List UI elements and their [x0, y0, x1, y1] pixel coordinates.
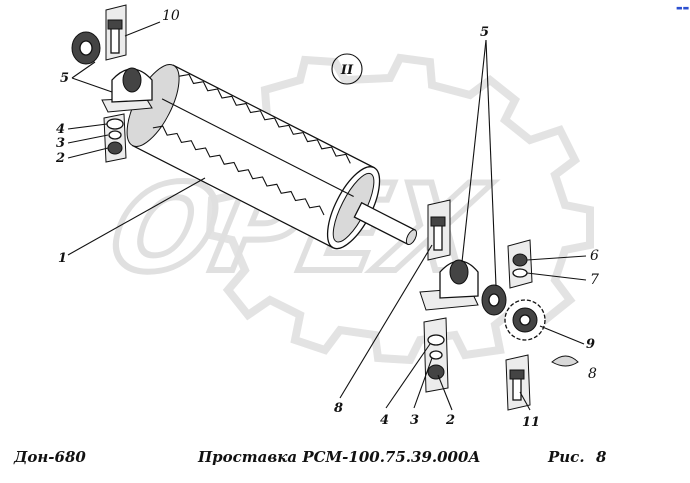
washer-card-right-bottom	[423, 317, 449, 393]
callout-10: 10	[162, 8, 180, 24]
housing-left	[101, 67, 153, 113]
footer-fig-prefix: Рис.	[548, 448, 585, 466]
view-marker-label: II	[340, 63, 354, 78]
bolt-card-left	[105, 4, 127, 61]
callout-11: 11	[522, 415, 540, 430]
washer-card-left	[103, 113, 127, 163]
leader-lines	[67, 21, 587, 411]
callout-5-right: 5	[480, 25, 489, 40]
drum-assembly	[126, 64, 418, 250]
callout-1: 1	[58, 251, 67, 266]
footer-model: Дон-680	[14, 448, 86, 466]
callout-3-right: 3	[410, 413, 419, 428]
callouts: 1 5 10 4 3 2 5 6 7 9 8 8 4 3 2 11	[55, 8, 599, 430]
footer-fig-number: 8	[596, 448, 607, 466]
callout-3-left: 3	[56, 136, 65, 151]
callout-8-bolt: 8	[334, 401, 343, 416]
callout-8-key: 8	[588, 366, 597, 382]
key	[551, 355, 579, 367]
bearing-left	[71, 31, 101, 65]
callout-2-right: 2	[445, 413, 455, 428]
sprocket	[504, 299, 546, 341]
callout-6: 6	[590, 248, 599, 264]
view-marker: II	[331, 53, 363, 85]
callout-5-left: 5	[60, 71, 69, 86]
callout-9: 9	[586, 337, 595, 352]
callout-4-left: 4	[56, 122, 65, 137]
bearing-right	[481, 284, 507, 316]
bolt-card-bottom	[505, 354, 531, 411]
bolt-card-right	[427, 199, 451, 261]
callout-2-left: 2	[55, 151, 65, 166]
footer-title: Проставка РСМ-100.75.39.000А	[198, 448, 481, 466]
callout-7: 7	[590, 272, 599, 288]
callout-4-right: 4	[380, 413, 389, 428]
corner-mark: ▬▬	[676, 4, 689, 12]
washer-card-right-top	[507, 239, 533, 289]
housing-right	[419, 259, 479, 311]
